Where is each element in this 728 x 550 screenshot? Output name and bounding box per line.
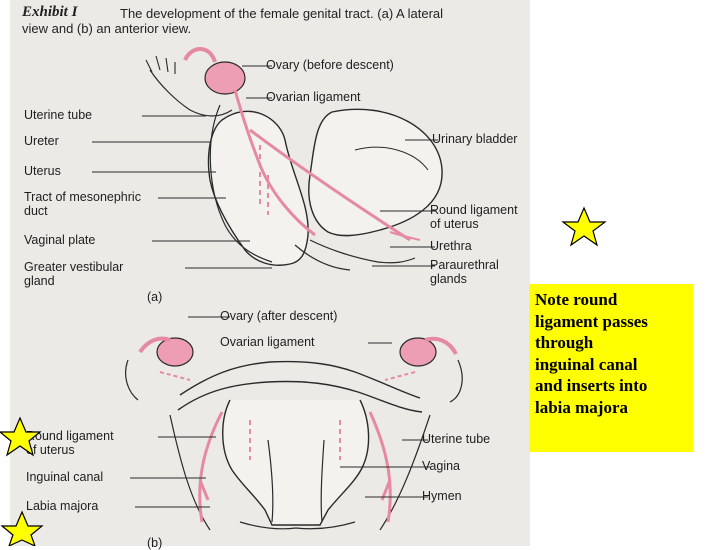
- label-urethra: Urethra: [430, 239, 472, 253]
- ovary-before-descent: [204, 61, 246, 95]
- label-urinary-bladder: Urinary bladder: [432, 132, 518, 146]
- label-round-ligament-b-2: of uterus: [26, 443, 75, 457]
- figure-a-drawing: [145, 55, 443, 271]
- label-mesonephric-1: Tract of mesonephric: [24, 190, 141, 204]
- label-inguinal-canal: Inguinal canal: [26, 470, 104, 484]
- label-ovarian-ligament-b: Ovarian ligament: [220, 335, 315, 349]
- label-round-ligament-a-2: of uterus: [430, 217, 479, 231]
- label-uterine-tube-b: Uterine tube: [422, 432, 491, 446]
- label-paraurethral-2: glands: [430, 272, 467, 286]
- label-ureter: Ureter: [24, 134, 59, 148]
- label-mesonephric-2: duct: [24, 204, 48, 218]
- exhibit-tag: Exhibit I: [22, 4, 78, 20]
- label-hymen: Hymen: [422, 489, 462, 503]
- figure-b-drawing: [125, 359, 463, 531]
- note-text: Note round ligament passes through ingui…: [535, 290, 648, 417]
- label-vestibular-1: Greater vestibular: [24, 260, 124, 274]
- label-ovary-after-descent: Ovary (after descent): [220, 309, 338, 323]
- round-ligament-right: [368, 411, 392, 523]
- round-ligament-a: [249, 128, 411, 242]
- label-round-ligament-b-1: Round ligament: [26, 429, 114, 443]
- label-paraurethral-1: Paraurethral: [430, 258, 499, 272]
- label-uterus: Uterus: [24, 164, 61, 178]
- panel-label-b: (b): [147, 536, 163, 550]
- ovary-left-after: [156, 337, 194, 367]
- label-ovary-before-descent: Ovary (before descent): [266, 58, 394, 72]
- label-uterine-tube-a: Uterine tube: [24, 108, 93, 122]
- label-round-ligament-a-1: Round ligament: [430, 203, 518, 217]
- figure-b-leaders: [130, 316, 430, 508]
- uterus-anterior: [222, 399, 370, 526]
- caption-line-1: The development of the female genital tr…: [120, 6, 444, 21]
- scanned-figure: Exhibit I The development of the female …: [10, 0, 530, 550]
- note-box: Note round ligament passes through ingui…: [529, 284, 693, 452]
- label-ovarian-ligament-a: Ovarian ligament: [266, 90, 361, 104]
- star-icon: [561, 206, 607, 247]
- label-vestibular-2: gland: [24, 274, 55, 288]
- panel-label-a: (a): [147, 290, 163, 304]
- uterus-shape: [207, 110, 309, 266]
- caption-line-2: view and (b) an anterior view.: [22, 21, 192, 36]
- label-labia-majora: Labia majora: [26, 499, 99, 513]
- label-vaginal-plate: Vaginal plate: [24, 233, 96, 247]
- ovary-right-after: [399, 337, 437, 367]
- figure-a-pink: [183, 47, 421, 242]
- round-ligament-left: [198, 411, 224, 523]
- diagram-drawing: [92, 47, 463, 531]
- figure-a-leaders: [92, 65, 438, 269]
- label-vagina: Vagina: [422, 459, 460, 473]
- figure-b-pink: [138, 336, 458, 523]
